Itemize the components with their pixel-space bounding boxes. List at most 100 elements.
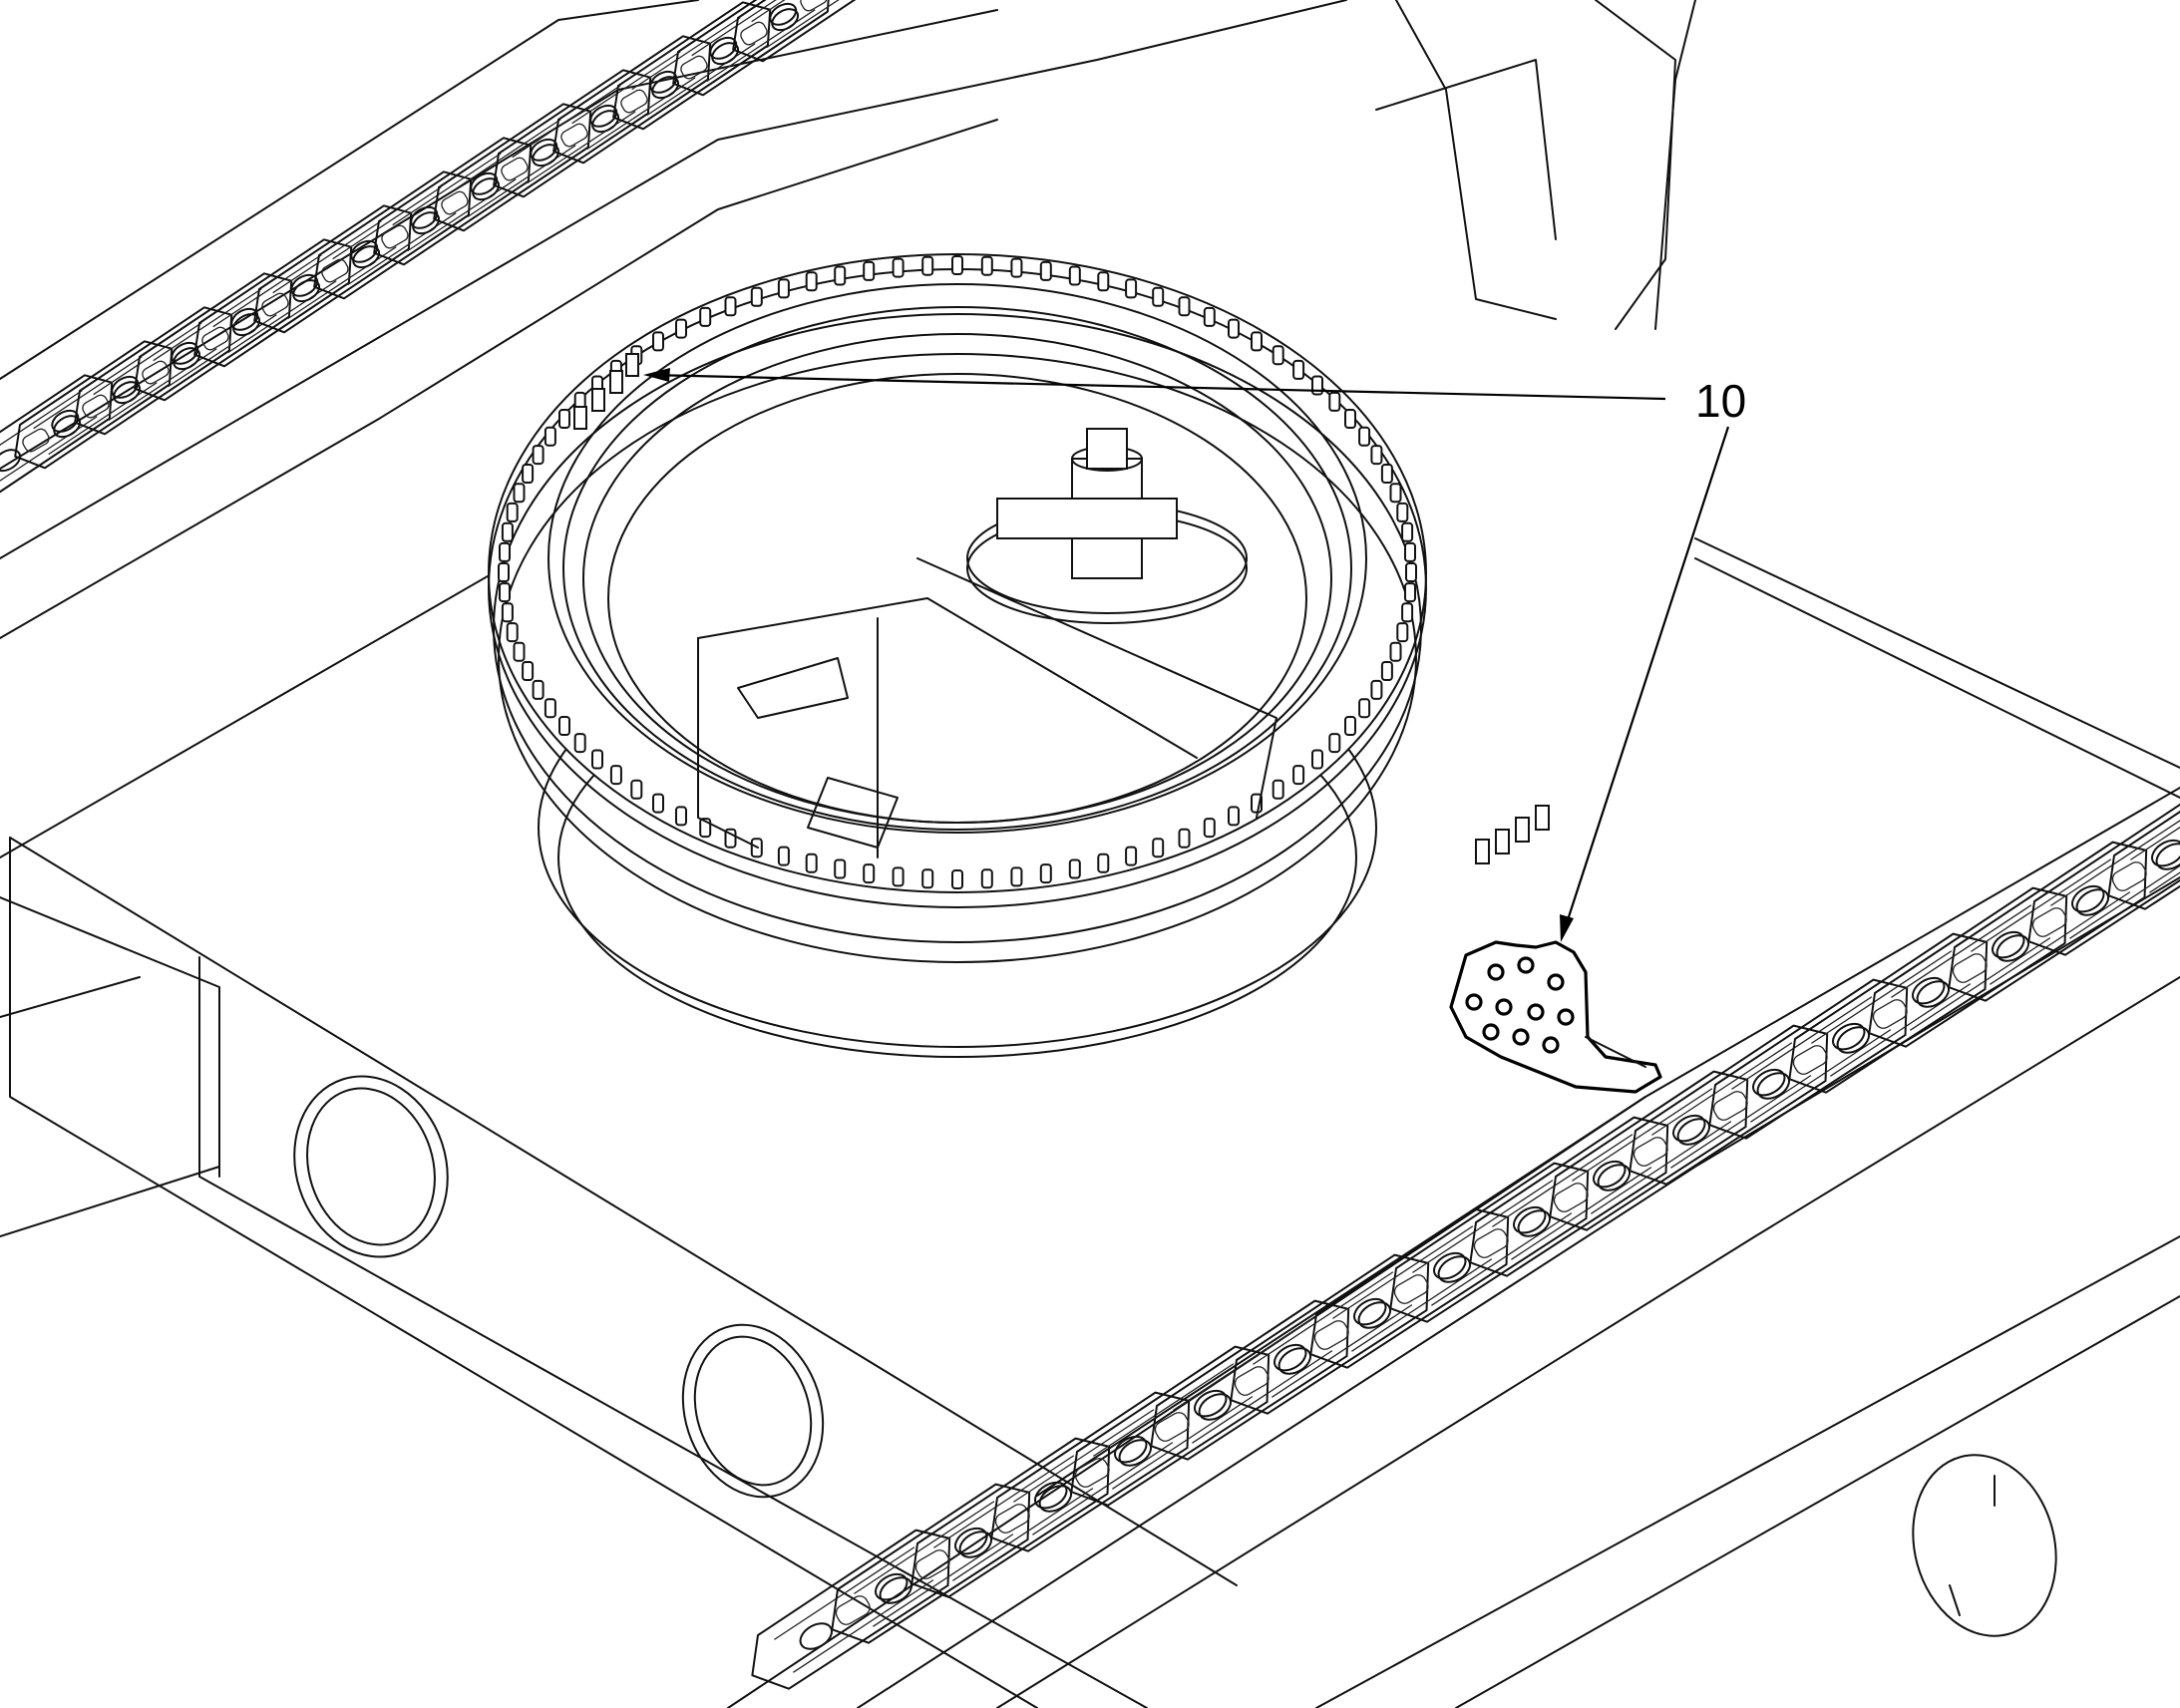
track-shoe [732,0,892,63]
plate-bolt [1465,993,1483,1011]
ring-bolt [1344,409,1356,429]
track-shoe [2107,749,2180,910]
ring-bolt [699,306,712,327]
track-shoe [910,1437,1111,1598]
track-shoe [2027,795,2180,956]
ring-bolt [506,502,519,522]
track-shoe [1389,1162,1590,1323]
ring-bolt [951,869,963,889]
track-shoe [1150,1299,1350,1461]
ring-bolt [724,828,737,849]
swivel-joint [697,428,1277,858]
callout-10: 10 [643,368,1746,942]
track-shoe [831,1483,1031,1644]
ring-bolt [558,409,570,429]
ring-bolt [1272,779,1284,800]
track-shoe [552,35,712,165]
ring-bolt [501,521,514,542]
ring-bolt [1292,359,1305,380]
ring-bolt [1272,345,1284,366]
callout-10-leader-lower [1562,426,1730,933]
callout-10-arrowhead-upper [643,368,670,382]
ring-bolt [544,426,556,447]
plate-bolt [1557,1008,1575,1026]
ring-bolt [1370,445,1383,466]
ring-bolt [1097,271,1110,292]
track-shoe [1230,1253,1430,1415]
ring-bolt [1068,265,1081,286]
ring-bolt [499,582,511,603]
ring-bolt [498,562,510,582]
ring-bolt [1068,858,1081,879]
ring-bolt [609,765,622,786]
ring-bolt [652,793,664,814]
ring-bolt [1405,562,1417,582]
callout-10-leader-upper [649,373,1666,401]
highlighted-bolts [573,353,1550,864]
ring-bolt [980,255,993,276]
ring-bolt [1404,541,1416,562]
ring-bolt [863,863,876,884]
ring-bolt [1396,502,1409,522]
callout-10-label: 10 [1695,375,1746,427]
ring-bolt [573,733,586,754]
ring-bolt [522,661,535,681]
ring-bolt [1311,749,1323,770]
plate-bolt [1495,998,1513,1016]
upper-right-frame [1375,0,1696,330]
ring-bolt [652,331,664,352]
ring-bolt [834,265,847,286]
ring-bolt [501,602,514,623]
track-shoe [313,171,473,300]
ring-bolt [1228,806,1240,827]
ring-bolt [591,749,603,770]
ring-bolt [675,806,687,827]
ring-bolt [1358,698,1371,719]
ring-bolt [1010,257,1023,278]
ring-bolt [1380,464,1393,484]
ring-bolt [750,286,763,307]
ring-bolt [1380,661,1393,681]
ring-bolt [1203,818,1216,839]
ring-bolt [1178,828,1191,849]
ring-bolt [513,483,526,504]
gear-cover-plate [1449,940,1662,1094]
ring-bolt [777,846,790,866]
ring-bolt [1389,483,1402,504]
ring-bolt [805,271,818,292]
track-shoe [253,204,413,334]
track-shoe [1708,978,1909,1140]
ring-bolt [805,853,818,873]
ring-bolt [863,260,876,281]
ring-bolt [1328,391,1341,412]
ring-bolt [892,257,905,278]
ring-bolt [1178,296,1191,317]
ring-bolt [522,464,535,484]
ring-bolt [1404,582,1416,603]
ring-bolt [532,445,545,466]
ring-bolt [921,868,934,889]
plate-bolt [1527,1003,1545,1021]
track-shoe [74,306,233,436]
plate-bolt [1547,973,1565,991]
ring-bolt [1097,853,1110,873]
ring-bolt [1228,318,1240,339]
ring-bolt [1039,863,1052,884]
ring-bolt [1292,765,1305,786]
plate-bolt [1512,1028,1530,1046]
ring-bolt [1125,846,1138,866]
track-shoe [672,0,832,97]
upper-left-track [0,0,1347,639]
track-shoe [1469,1116,1669,1277]
ring-bolt [1152,838,1165,858]
track-shoe [751,1529,951,1690]
ring-bolt [558,716,570,736]
lower-right-track [727,749,2180,1708]
callout-10-arrowhead-lower [1560,914,1574,942]
ring-bolt [1358,426,1371,447]
plate-bolt [1482,1023,1500,1041]
ring-bolt [1251,331,1263,352]
plate-bolt [1517,956,1535,974]
ring-bolt [499,541,511,562]
